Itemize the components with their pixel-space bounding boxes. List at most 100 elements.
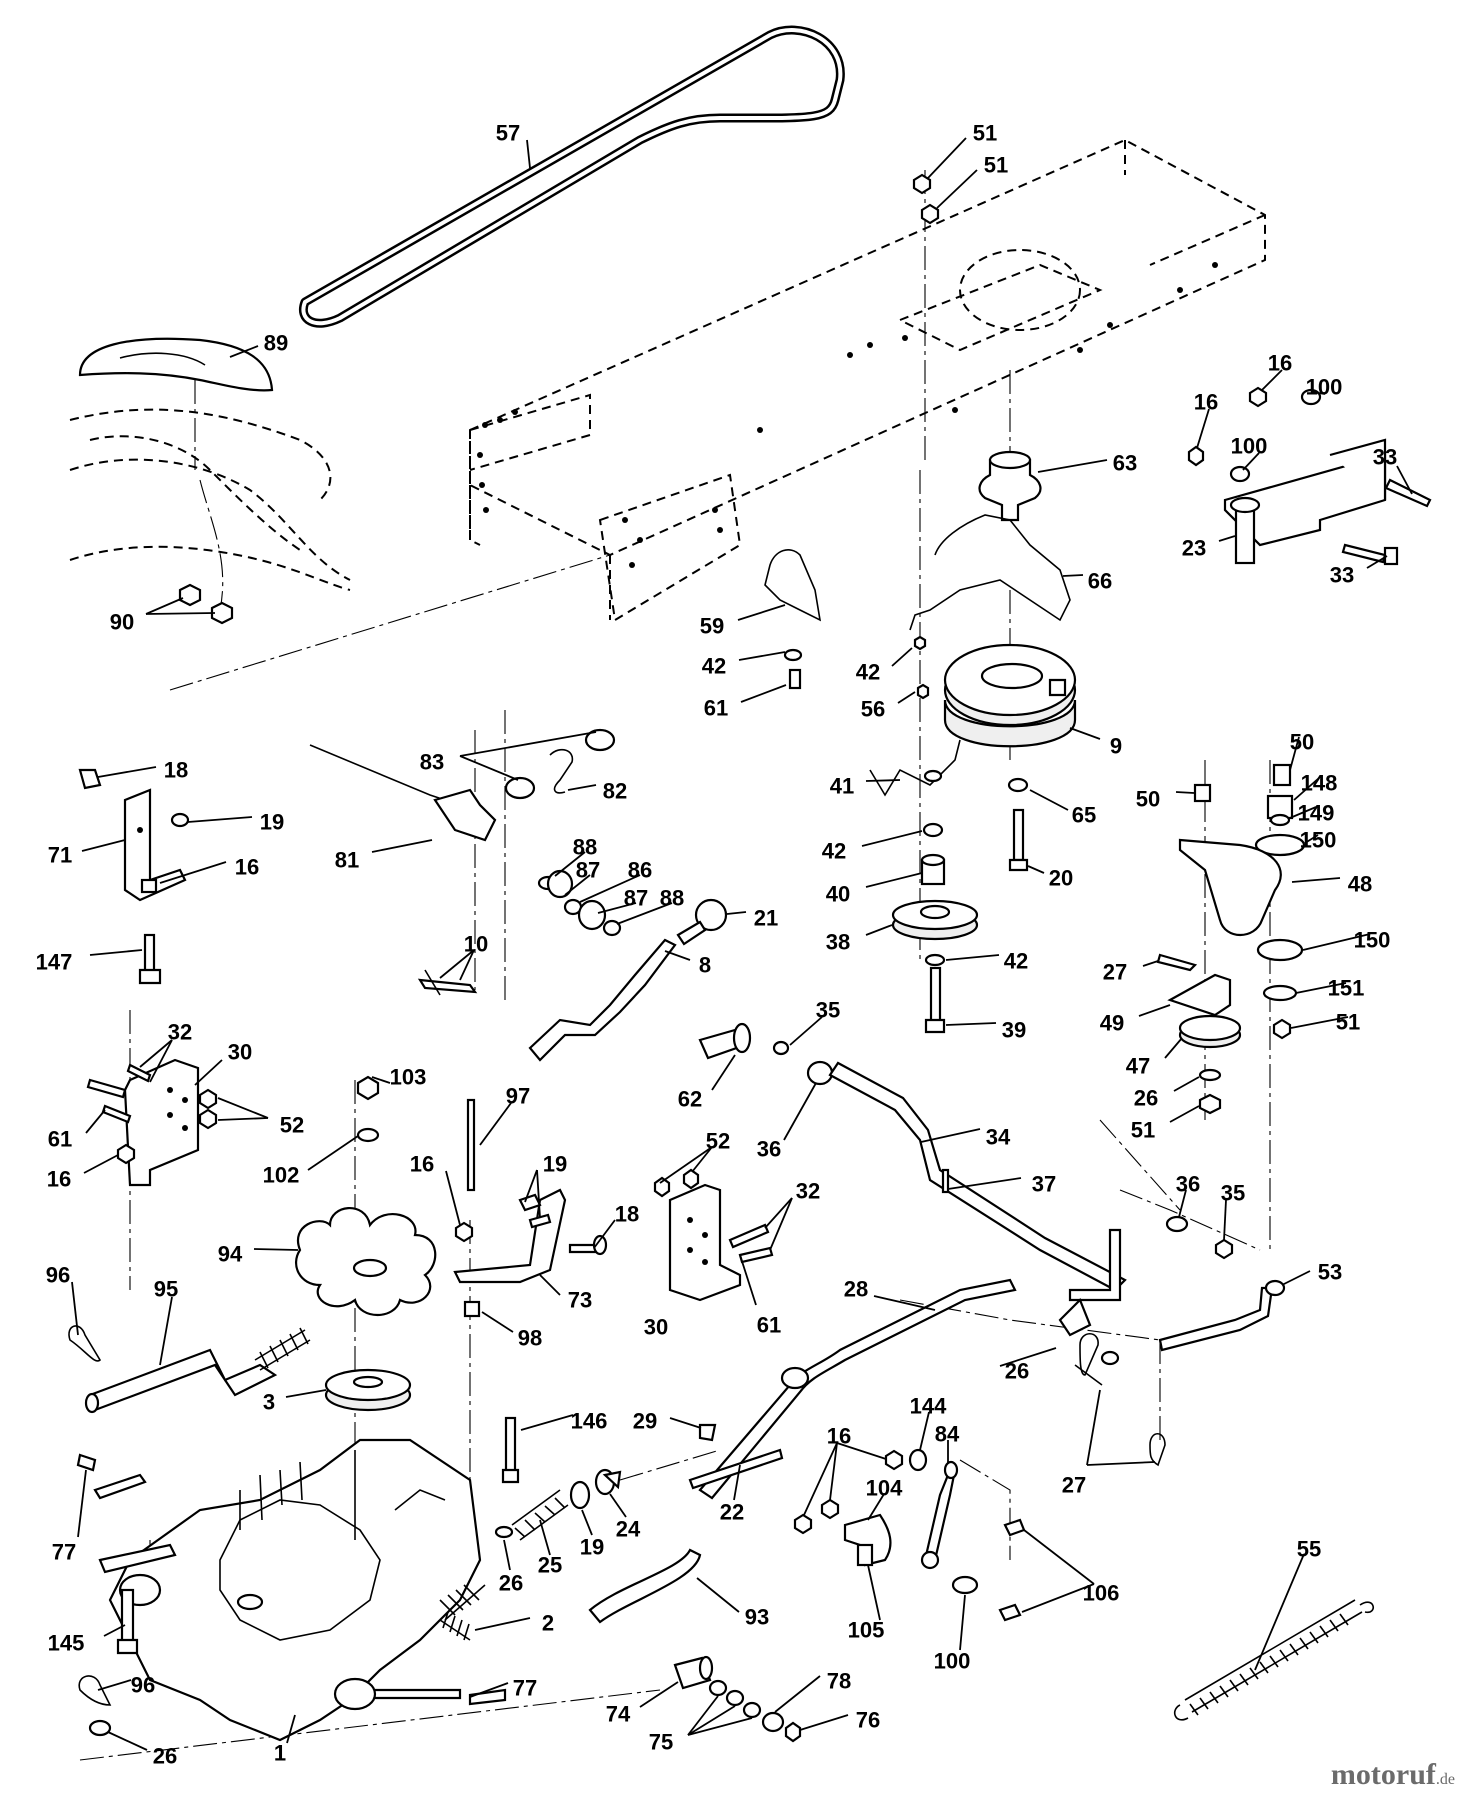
frame-outline	[469, 138, 1266, 622]
callout-146: 146	[571, 1409, 608, 1434]
callout-151: 151	[1328, 976, 1365, 1001]
callout-89: 89	[264, 331, 288, 356]
callout-65: 65	[1072, 803, 1096, 828]
callout-61c: 61	[757, 1313, 781, 1338]
callout-9: 9	[1110, 734, 1122, 759]
callout-148: 148	[1301, 771, 1338, 796]
idler-arm-assembly	[1156, 763, 1306, 1115]
callout-52b: 52	[706, 1129, 730, 1154]
callout-103: 103	[390, 1065, 427, 1090]
bracket-30-right	[653, 1168, 774, 1302]
callout-87b: 87	[624, 886, 648, 911]
callout-144: 144	[910, 1394, 947, 1419]
callout-94: 94	[218, 1242, 243, 1267]
callout-24: 24	[616, 1517, 641, 1542]
callout-78: 78	[827, 1669, 851, 1694]
callout-19a: 19	[260, 810, 284, 835]
callout-27a: 27	[1103, 960, 1127, 985]
callout-106: 106	[1083, 1581, 1120, 1606]
callout-57: 57	[496, 121, 520, 146]
shift-cover	[78, 337, 274, 392]
callout-1: 1	[274, 1741, 286, 1766]
callout-50b: 50	[1136, 787, 1160, 812]
callout-26a: 26	[1134, 1086, 1158, 1111]
callout-16b: 16	[1194, 390, 1218, 415]
callout-39: 39	[1002, 1018, 1026, 1043]
callout-52a: 52	[280, 1113, 304, 1138]
cooling-fan	[294, 1075, 437, 1412]
nuts-90	[178, 583, 234, 625]
callout-35a: 35	[816, 998, 840, 1023]
idler-bracket-assembly	[1187, 386, 1432, 566]
callout-51a: 51	[973, 121, 997, 146]
callout-27b: 27	[1062, 1473, 1086, 1498]
callout-87a: 87	[576, 858, 600, 883]
callout-25: 25	[538, 1553, 562, 1578]
callout-63: 63	[1113, 451, 1137, 476]
callout-16c: 16	[235, 855, 259, 880]
shift-rod-assembly	[309, 728, 622, 996]
callout-75: 75	[649, 1730, 673, 1755]
callout-41: 41	[830, 774, 854, 799]
callout-90: 90	[110, 610, 134, 635]
idler-pulley-stack	[869, 739, 1029, 1034]
callout-49: 49	[1100, 1011, 1124, 1036]
callout-66: 66	[1088, 569, 1112, 594]
callout-97: 97	[506, 1084, 530, 1109]
callout-48: 48	[1348, 872, 1372, 897]
watermark-tld: .de	[1435, 1771, 1455, 1788]
callout-42a: 42	[702, 654, 726, 679]
callout-19c: 19	[580, 1535, 604, 1560]
callout-102: 102	[263, 1163, 300, 1188]
watermark-logo: motoruf.de	[1331, 1758, 1455, 1792]
callout-10: 10	[464, 932, 488, 957]
callout-18a: 18	[164, 758, 188, 783]
callout-96b: 96	[131, 1673, 155, 1698]
callout-3: 3	[263, 1390, 275, 1415]
leader-lines	[71, 137, 1413, 1751]
callout-32b: 32	[796, 1179, 820, 1204]
callout-42d: 42	[1004, 949, 1028, 974]
callout-8: 8	[699, 953, 711, 978]
callout-82: 82	[603, 779, 627, 804]
callout-88b: 88	[660, 886, 684, 911]
callout-149: 149	[1298, 801, 1335, 826]
callout-100b: 100	[1231, 434, 1268, 459]
callout-20: 20	[1049, 866, 1073, 891]
callout-42b: 42	[856, 660, 880, 685]
callout-145: 145	[48, 1631, 85, 1656]
callout-26d: 26	[153, 1744, 177, 1769]
callout-28: 28	[844, 1277, 868, 1302]
callout-2: 2	[542, 1611, 554, 1636]
callout-16e: 16	[410, 1152, 434, 1177]
callout-100a: 100	[1306, 375, 1343, 400]
callout-53: 53	[1318, 1260, 1342, 1285]
bracket-73-assembly	[453, 1098, 608, 1318]
drive-belt	[299, 25, 845, 328]
callout-88a: 88	[573, 835, 597, 860]
callout-33a: 33	[1373, 445, 1397, 470]
callout-26c: 26	[499, 1571, 523, 1596]
callout-100c: 100	[934, 1649, 971, 1674]
fender-outline	[69, 408, 351, 591]
callout-16f: 16	[827, 1424, 851, 1449]
callout-51b: 51	[984, 153, 1008, 178]
callout-16a: 16	[1268, 351, 1292, 376]
cross-shaft-assembly	[688, 1022, 1286, 1500]
callout-95: 95	[154, 1277, 178, 1302]
callout-61a: 61	[704, 696, 728, 721]
callout-22: 22	[720, 1500, 744, 1525]
transaxle	[76, 1438, 507, 1742]
callout-147: 147	[36, 950, 73, 975]
shift-lever	[528, 898, 728, 1062]
callout-74: 74	[606, 1702, 631, 1727]
callout-61b: 61	[48, 1127, 72, 1152]
callout-30a: 30	[228, 1040, 252, 1065]
callout-42c: 42	[822, 839, 846, 864]
callout-38: 38	[826, 930, 850, 955]
callout-26b: 26	[1005, 1359, 1029, 1384]
callout-105: 105	[848, 1618, 885, 1643]
callout-19b: 19	[543, 1152, 567, 1177]
